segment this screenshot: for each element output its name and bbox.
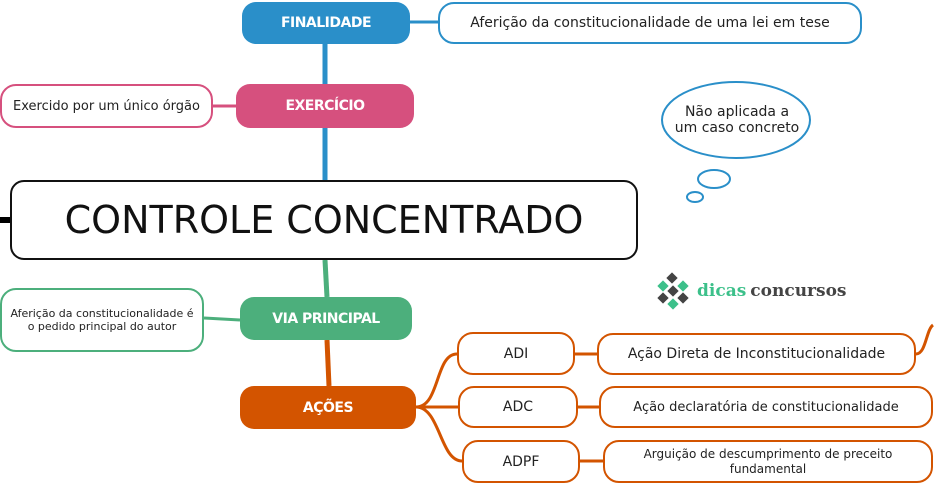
name-text: Ação Direta de Inconstitucionalidade <box>627 346 886 362</box>
logo-word2: concursos <box>750 281 847 301</box>
action-abbr[interactable]: ADI <box>457 332 575 375</box>
acoes-label: AÇÕES <box>302 399 354 416</box>
thought-cloud <box>661 81 811 203</box>
abbr-text: ADC <box>502 399 534 415</box>
abbr-text: ADI <box>503 345 529 362</box>
action-name[interactable]: Ação declaratória de constitucionalidade <box>599 386 933 428</box>
finalidade-detail-text: Aferição da constitucionalidade de uma l… <box>470 15 830 31</box>
via-detail-line2: o pedido principal do autor <box>27 320 177 333</box>
cube-logo-icon <box>657 272 689 310</box>
action-name[interactable]: Ação Direta de Inconstitucionalidade <box>597 333 916 375</box>
central-title: CONTROLE CONCENTRADO <box>64 198 584 242</box>
logo-word1: dicas <box>697 281 747 301</box>
branch-finalidade[interactable]: FINALIDADE <box>242 2 410 44</box>
action-abbr[interactable]: ADPF <box>462 440 580 483</box>
finalidade-label: FINALIDADE <box>280 15 372 31</box>
action-name[interactable]: Arguição de descumprimento de preceito f… <box>603 440 933 483</box>
central-topic[interactable]: CONTROLE CONCENTRADO <box>10 180 638 260</box>
branch-via-principal[interactable]: VIA PRINCIPAL <box>240 297 412 340</box>
exercicio-detail[interactable]: Exercido por um único órgão <box>0 84 213 128</box>
exercicio-label: EXERCÍCIO <box>285 98 365 114</box>
abbr-text: ADPF <box>502 453 540 470</box>
finalidade-detail[interactable]: Aferição da constitucionalidade de uma l… <box>438 2 862 44</box>
via-label: VIA PRINCIPAL <box>272 310 380 327</box>
exercicio-detail-text: Exercido por um único órgão <box>13 98 200 114</box>
via-detail-line1: Aferição da constitucionalidade é <box>10 307 194 320</box>
name-text: Arguição de descumprimento de preceito f… <box>643 447 893 476</box>
cloud-note-text: Não aplicada a um caso concreto <box>674 104 800 136</box>
action-abbr[interactable]: ADC <box>458 386 578 428</box>
cloud-note: Não aplicada a um caso concreto <box>672 90 802 150</box>
name-text: Ação declaratória de constitucionalidade <box>633 399 899 415</box>
branch-exercicio[interactable]: EXERCÍCIO <box>236 84 414 128</box>
branch-acoes[interactable]: AÇÕES <box>240 386 416 429</box>
logo: dicas concursos <box>655 272 847 310</box>
